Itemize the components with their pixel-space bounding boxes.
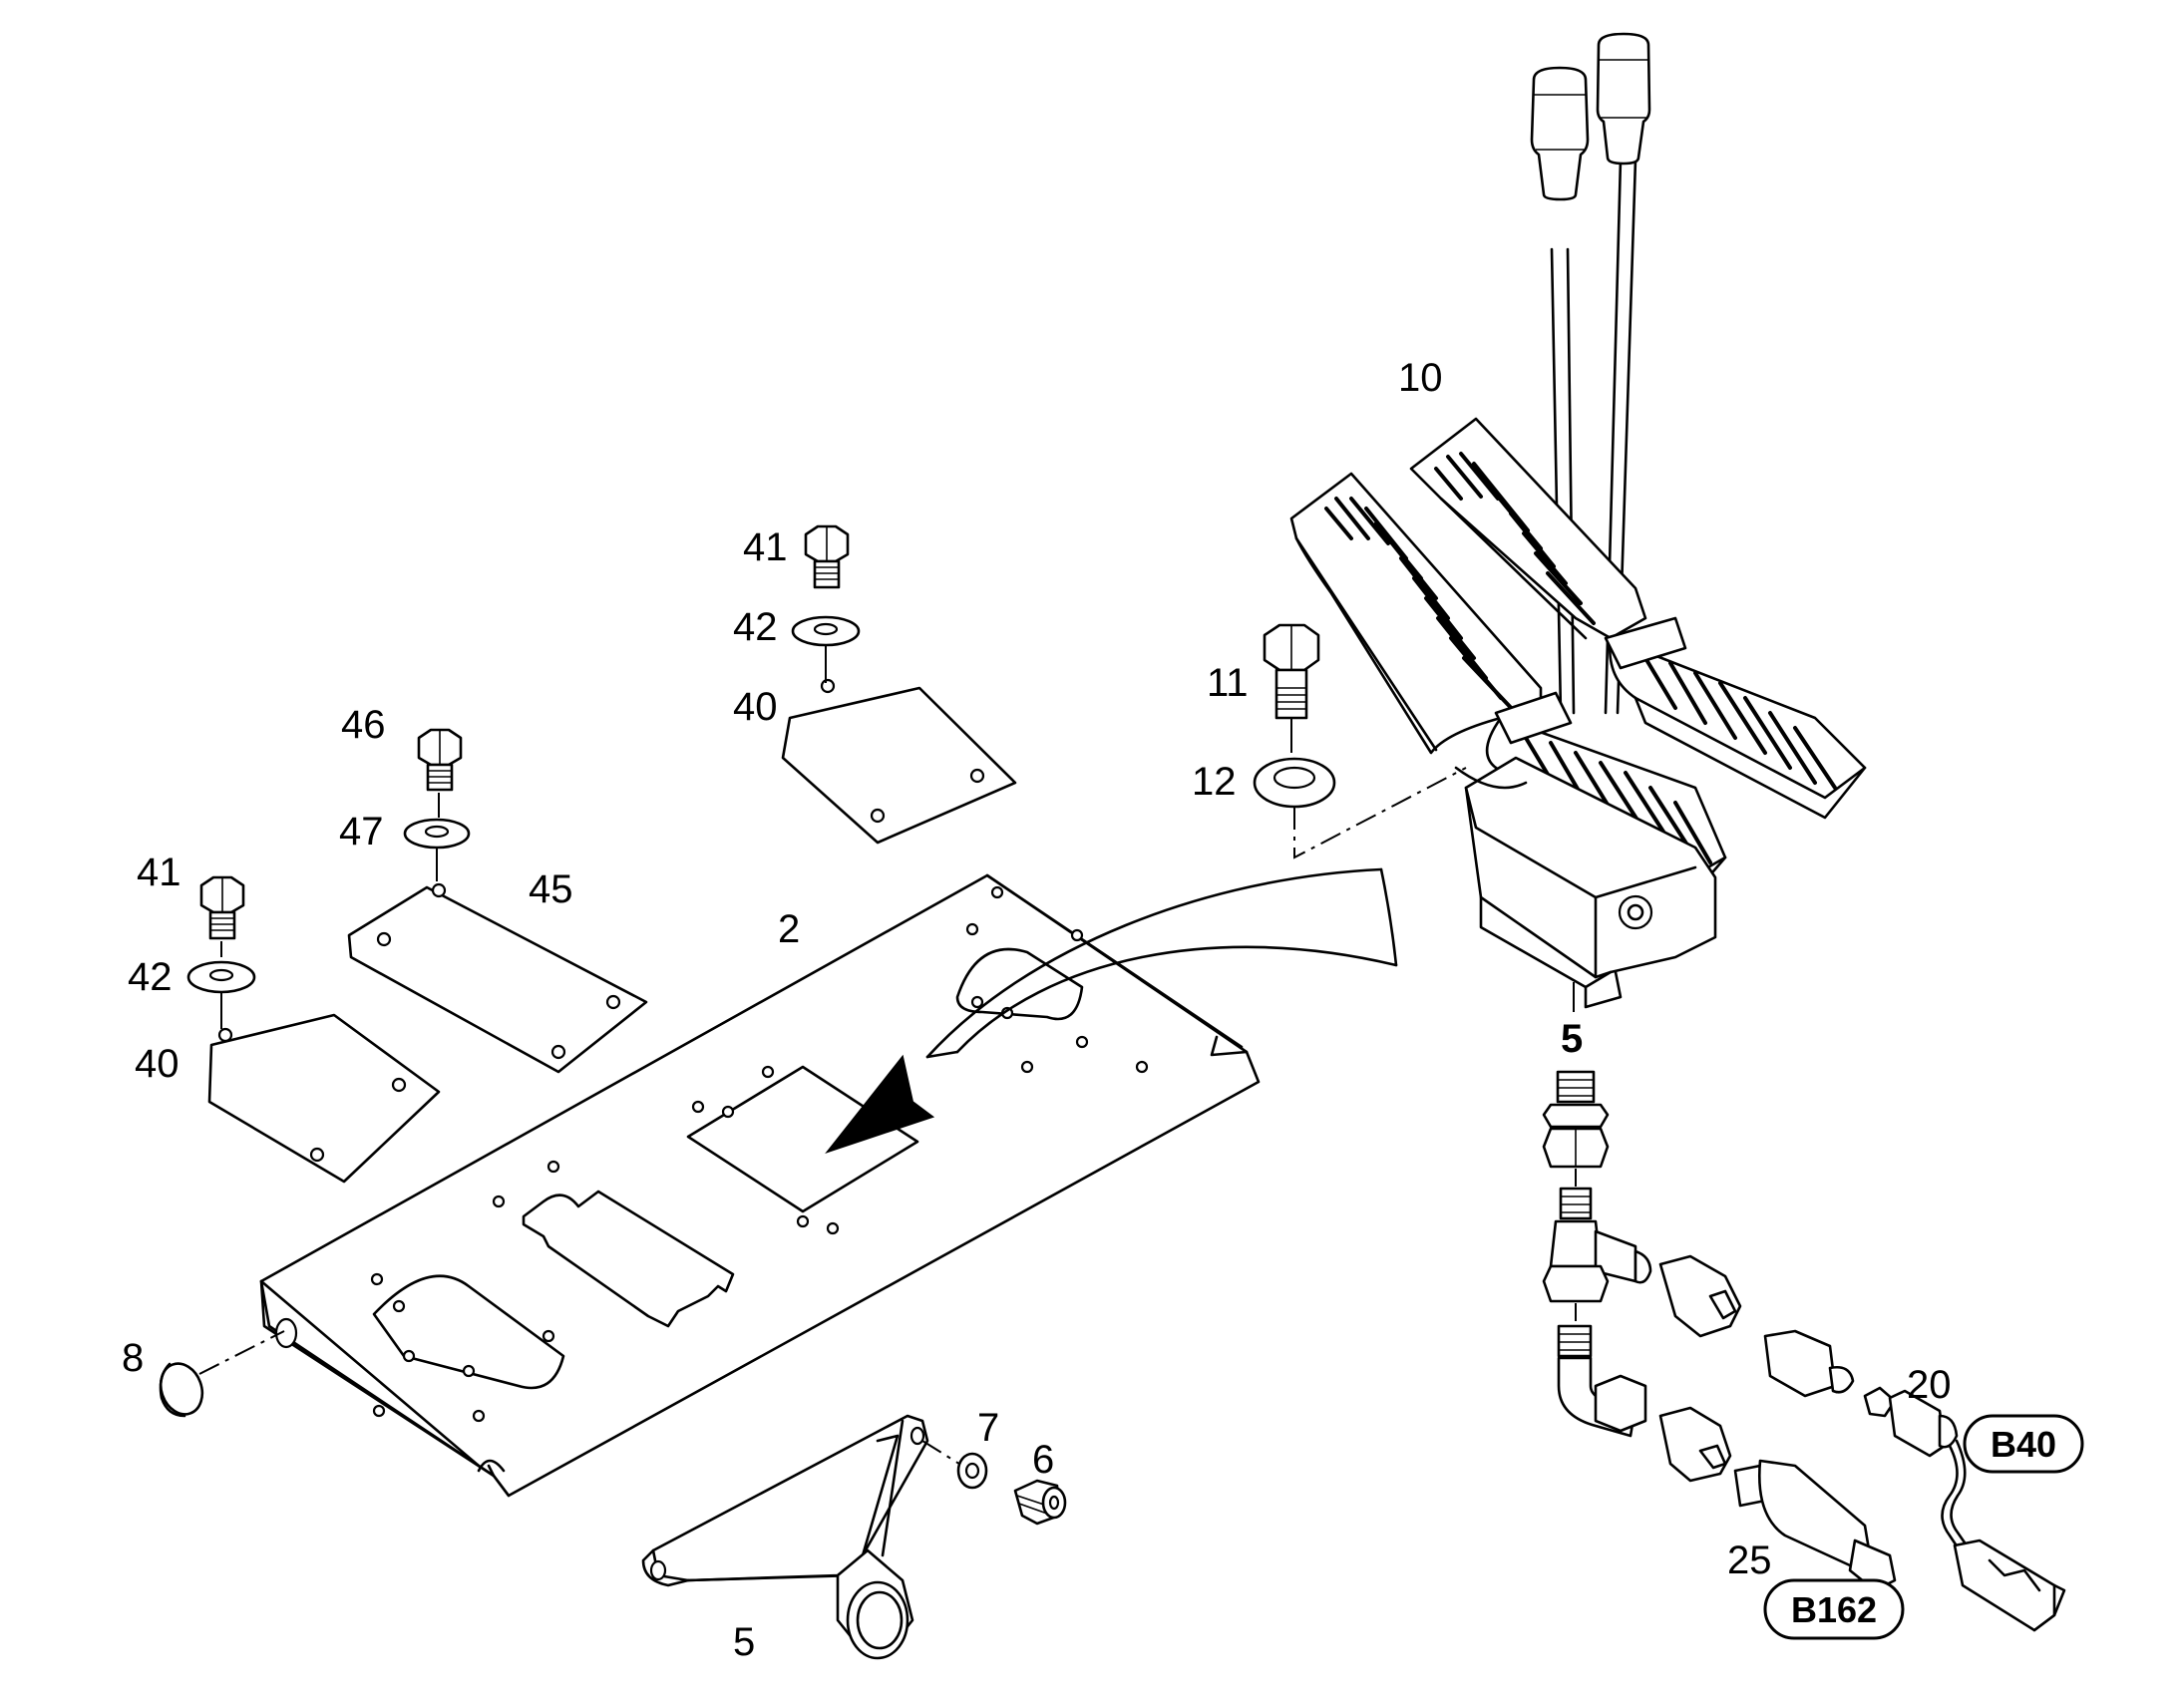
assembly-centerline-11 <box>1293 767 1467 859</box>
callout-8: 8 <box>122 1336 144 1380</box>
bolt-41-left <box>199 875 245 957</box>
washer-47 <box>403 818 471 881</box>
badge-b40 <box>1963 1414 2084 1474</box>
callout-5-fitting: 5 <box>1561 1017 1583 1061</box>
bracket-part-5 <box>641 1414 929 1660</box>
control-lever-assembly <box>1289 32 1867 1012</box>
screw-6 <box>1013 1479 1067 1526</box>
washer-7 <box>921 1440 988 1490</box>
callout-40-top: 40 <box>733 685 778 729</box>
callout-42-left: 42 <box>128 955 173 999</box>
assembly-arrow <box>825 867 1398 1155</box>
callout-45: 45 <box>529 867 573 911</box>
callout-47: 47 <box>339 810 384 854</box>
hydraulic-fittings <box>1542 1070 2066 1632</box>
cover-plate-left <box>207 1013 441 1184</box>
bolt-46 <box>417 728 463 818</box>
callout-25: 25 <box>1727 1538 1772 1582</box>
callout-46: 46 <box>341 703 386 747</box>
callout-41-left: 41 <box>137 851 182 894</box>
reference-b40: B40 <box>1991 1424 2056 1465</box>
reference-b162: B162 <box>1791 1589 1877 1630</box>
callout-2: 2 <box>778 907 800 951</box>
washer-42-left <box>186 960 256 1029</box>
cover-plate-top <box>781 678 1017 845</box>
cover-plate-45 <box>347 882 648 1074</box>
plug-part-8 <box>159 1330 285 1418</box>
washer-12 <box>1253 757 1336 809</box>
badge-b162 <box>1763 1578 1905 1640</box>
callout-12: 12 <box>1192 760 1237 804</box>
base-plate <box>259 873 1261 1498</box>
callout-6: 6 <box>1032 1438 1054 1482</box>
callout-41-top: 41 <box>743 525 788 569</box>
callout-42-top: 42 <box>733 605 778 649</box>
washer-42-top <box>791 615 861 683</box>
callout-40-left: 40 <box>135 1042 180 1086</box>
bolt-11 <box>1263 623 1320 753</box>
bolt-41-top <box>804 524 850 589</box>
callout-7: 7 <box>977 1406 999 1450</box>
pedal-treads <box>1324 452 1837 864</box>
callout-20: 20 <box>1907 1363 1952 1407</box>
callout-11: 11 <box>1207 661 1249 705</box>
callout-5-bracket: 5 <box>733 1620 755 1664</box>
callout-10: 10 <box>1398 356 1443 400</box>
